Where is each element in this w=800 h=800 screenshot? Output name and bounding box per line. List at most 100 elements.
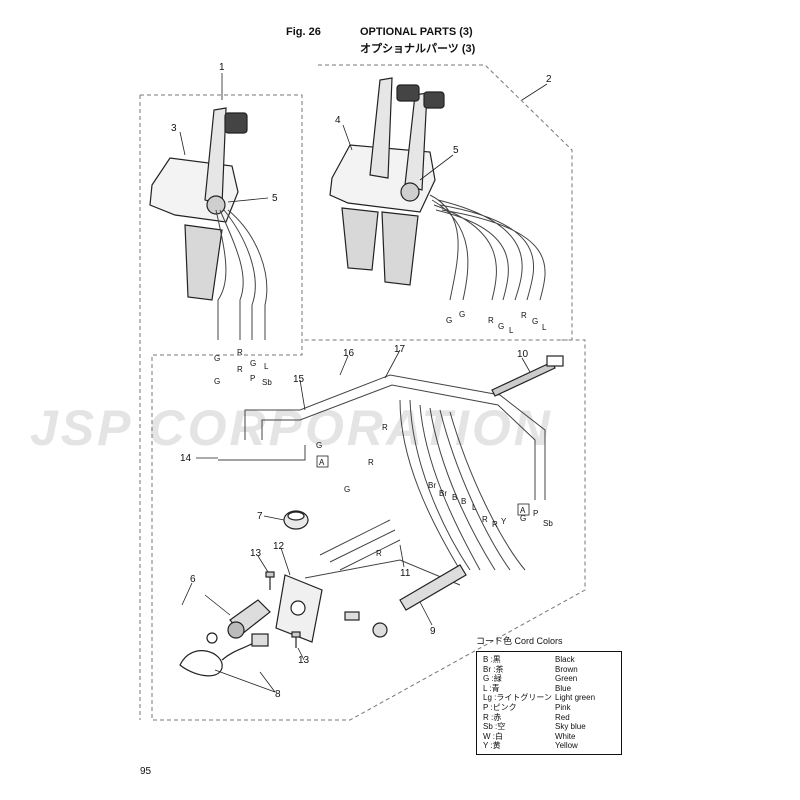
cord-color-legend: コード色 Cord Colors B :黒 Black Br :茶 Brown G …	[476, 634, 622, 755]
leader-10	[521, 357, 531, 373]
leader-17	[384, 349, 401, 379]
legend-code: L :青	[483, 683, 500, 693]
cable-tie	[491, 355, 564, 397]
wire-tag: Sb	[262, 378, 272, 387]
group-outline-2	[302, 64, 573, 341]
wire-tag: B	[452, 493, 457, 502]
wire-tag: P	[533, 509, 538, 518]
leader-5a	[227, 197, 269, 203]
callout-12: 12	[273, 541, 285, 552]
legend-code: G :緑	[483, 674, 502, 684]
wire-tag: R	[237, 348, 243, 357]
connector-ref-label: A	[520, 506, 526, 515]
main-switch	[206, 599, 271, 644]
wire-tag: R	[376, 549, 382, 558]
legend-row: L :青 Blue	[483, 684, 615, 694]
figure-label: Fig. 26	[286, 26, 321, 38]
callout-10: 10	[517, 349, 529, 360]
wire-left-bundle	[215, 209, 268, 340]
legend-row: W :白 White	[483, 732, 615, 742]
wire-tag: L	[542, 323, 547, 332]
wire-tag: R	[237, 365, 243, 374]
screws	[265, 571, 301, 648]
legend-color-name: Brown	[555, 664, 578, 674]
callout-5a: 5	[272, 193, 278, 204]
legend-color-name: Light green	[555, 693, 596, 703]
callout-5b: 5	[453, 145, 459, 156]
wire-tag: B	[461, 497, 466, 506]
legend-row: G :緑 Green	[483, 674, 615, 684]
grommet-part	[283, 510, 309, 530]
wire-tag: G	[446, 316, 452, 325]
wire-tag: Br	[428, 481, 436, 490]
leader-2	[521, 83, 548, 101]
leader-7	[263, 515, 285, 521]
wire-tag: R	[488, 316, 494, 325]
callout-2: 2	[546, 74, 552, 85]
wire-tag: L	[509, 326, 514, 335]
group-outline-1	[140, 94, 586, 721]
legend-code: Lg :ライトグリーン	[483, 693, 552, 703]
single-lever-remote-control	[149, 107, 248, 301]
harness-connector	[344, 564, 467, 638]
leader-9	[419, 601, 433, 626]
watermark-text: JSP CORPORATION	[30, 400, 553, 456]
wire-tag: Sb	[543, 519, 553, 528]
legend-color-name: White	[555, 731, 576, 741]
wire-right-bundle	[429, 194, 546, 301]
wire-tag: G	[214, 377, 220, 386]
legend-color-name: Pink	[555, 702, 571, 712]
wire-tag: G	[344, 485, 350, 494]
callout-16: 16	[343, 348, 355, 359]
leader-5b	[419, 154, 454, 181]
legend-code: P :ピンク	[483, 702, 517, 712]
wire-tag: Y	[501, 517, 507, 526]
legend-row: Br :茶 Brown	[483, 665, 615, 675]
callout-15: 15	[293, 374, 305, 385]
leader-12	[280, 547, 291, 576]
legend-color-name: Green	[555, 674, 578, 684]
leader-16	[339, 355, 349, 376]
callout-13b: 13	[298, 655, 310, 666]
callout-7: 7	[257, 511, 263, 522]
connector-ref-box	[316, 455, 329, 468]
legend-row: B :黒 Black	[483, 655, 615, 665]
legend-color-name: Blue	[555, 683, 572, 693]
emergency-lanyard	[179, 633, 269, 677]
legend-color-name: Red	[555, 712, 570, 722]
wire-tag: Br	[439, 489, 447, 498]
callout-13a: 13	[250, 548, 262, 559]
wire-tag: R	[521, 311, 527, 320]
figure-title-jp: オプショナルパーツ (3)	[360, 43, 476, 55]
callout-9: 9	[430, 626, 436, 637]
harness-main	[244, 374, 546, 500]
mounting-plate	[275, 574, 323, 643]
callout-11: 11	[400, 568, 411, 579]
leader-6	[181, 582, 231, 616]
leader-11	[399, 544, 405, 568]
wire-tag: P	[250, 374, 255, 383]
callout-3: 3	[171, 123, 177, 134]
legend-color-name: Sky blue	[555, 722, 586, 732]
legend-code: Y :黄	[483, 741, 501, 751]
wire-tag: R	[368, 458, 374, 467]
wire-tag: L	[264, 362, 269, 371]
figure-title-en: OPTIONAL PARTS (3)	[360, 26, 473, 38]
legend-color-name: Black	[555, 655, 575, 664]
legend-title: コード色 Cord Colors	[476, 636, 563, 646]
callout-6: 6	[190, 574, 196, 585]
wire-tag: G	[532, 317, 538, 326]
leader-15	[299, 379, 306, 411]
wire-tag: R	[492, 520, 498, 529]
dual-lever-remote-control	[329, 77, 445, 286]
legend-code: Br :茶	[483, 664, 504, 674]
legend-code: B :黒	[483, 655, 501, 664]
callout-1: 1	[219, 62, 225, 73]
legend-code: W :白	[483, 731, 504, 741]
leader-4	[342, 124, 353, 151]
harness-lower	[304, 519, 461, 586]
wire-tag: L	[472, 503, 477, 512]
